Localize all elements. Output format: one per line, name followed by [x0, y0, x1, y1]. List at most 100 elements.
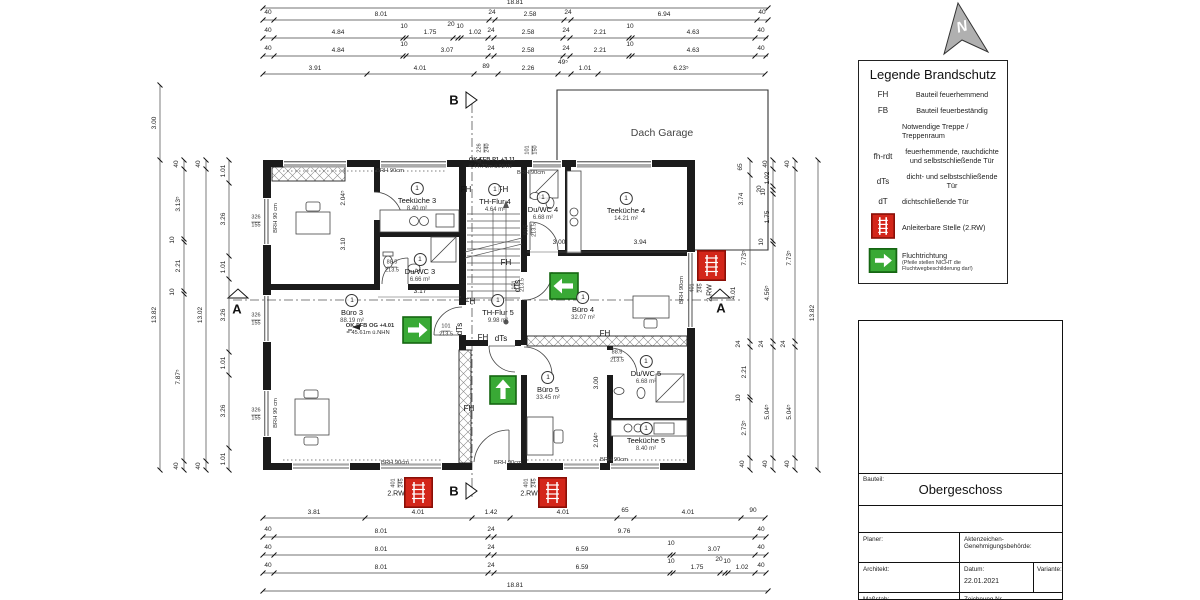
architekt-label: Architekt:	[863, 566, 890, 573]
dim-line	[203, 467, 209, 473]
legend-item-fh-rdt: fh-rdt feuerhemmende, rauchdichte und se…	[864, 147, 1002, 165]
legend-text: feuerhemmende, rauchdichte und selbstsch…	[905, 147, 999, 165]
dim-line	[792, 338, 798, 344]
rescue-ladder-icon	[537, 476, 568, 509]
dim-line	[485, 552, 491, 558]
dim-line	[770, 157, 776, 163]
legend-text: Bauteil feuerbeständig	[916, 106, 988, 115]
dim-line	[181, 236, 187, 242]
dim-line	[491, 534, 497, 540]
dim-line	[765, 17, 771, 23]
dim-line	[226, 467, 232, 473]
dim-line	[226, 180, 232, 186]
legend-text: dicht- und selbstschließende Tür	[906, 172, 998, 190]
dim-line	[614, 515, 620, 521]
dim-line	[181, 157, 187, 163]
staircase	[464, 206, 523, 325]
dim-line	[752, 534, 758, 540]
garage-roof-outline	[556, 89, 769, 251]
aktenzeichen-label: Aktenzeichen-Genehmigungsbehörde:	[964, 536, 1032, 550]
dim-line	[626, 53, 632, 59]
title-block-empty-row	[859, 505, 1062, 532]
dim-line	[568, 17, 574, 23]
dim-line	[629, 53, 635, 59]
legend-item-fb: FB Bauteil feuerbeständig	[864, 106, 1002, 115]
massstab-label: Maßstab:	[863, 596, 890, 600]
dim-line	[762, 515, 768, 521]
dim-line	[567, 53, 573, 59]
dim-line	[181, 291, 187, 297]
dim-line	[595, 71, 601, 77]
dim-line	[568, 71, 574, 77]
dim-line	[792, 157, 798, 163]
dim-line	[507, 515, 513, 521]
dim-line	[560, 35, 566, 41]
dim-line	[747, 344, 753, 350]
datum-label: Datum:	[964, 566, 985, 573]
dim-line	[763, 552, 769, 558]
section-triangles	[226, 91, 732, 500]
dim-line	[403, 53, 409, 59]
dim-line	[770, 166, 776, 172]
zeichnung-label: Zeichnung Nr.	[964, 596, 1004, 600]
dim-line	[226, 253, 232, 259]
dim-line	[491, 570, 497, 576]
dim-line	[486, 17, 492, 23]
section-lines	[233, 104, 740, 497]
brh-lines	[283, 170, 687, 461]
dim-line	[181, 467, 187, 473]
furniture	[294, 201, 670, 456]
dim-line	[815, 157, 821, 163]
legend-text: Bauteil feuerhemmend	[915, 90, 989, 99]
dim-line	[717, 570, 723, 576]
dim-line	[485, 570, 491, 576]
legend-item-ladder: Anleiterbare Stelle (2.RW)	[864, 213, 1002, 241]
bauteil-label: Bauteil:	[863, 476, 885, 483]
legend-key: dT	[878, 197, 888, 206]
dim-line	[458, 35, 464, 41]
dim-line	[763, 35, 769, 41]
dim-line	[770, 183, 776, 189]
legend-key: FH	[877, 90, 889, 99]
dim-line	[260, 515, 266, 521]
dim-line	[561, 17, 567, 23]
interior-dim-lines	[378, 251, 687, 298]
escape-arrow-right-icon	[402, 316, 432, 344]
variante-label: Variante:	[1037, 566, 1062, 573]
dim-line	[762, 71, 768, 77]
title-block-planer-row: Planer: Aktenzeichen-Genehmigungsbehörde…	[859, 532, 1062, 562]
dim-line	[752, 53, 758, 59]
legend-text: Anleiterbare Stelle (2.RW)	[902, 222, 986, 232]
dim-line	[491, 35, 497, 41]
dim-line	[747, 397, 753, 403]
fixtures	[379, 169, 688, 437]
north-arrow-icon	[943, 1, 990, 56]
level-markers	[348, 158, 481, 331]
dim-line	[203, 157, 209, 163]
dim-line	[260, 534, 266, 540]
dim-line	[631, 515, 637, 521]
dim-line	[792, 344, 798, 350]
dim-line	[763, 534, 769, 540]
dim-line	[260, 71, 266, 77]
dim-line	[747, 467, 753, 473]
dim-line	[203, 166, 209, 172]
dim-line	[181, 458, 187, 464]
title-block-massstab-row: Maßstab: Zeichnung Nr.	[859, 592, 1062, 600]
legend-item-fh: FH Bauteil feuerhemmend	[864, 90, 1002, 99]
dim-line	[626, 35, 632, 41]
dim-line	[403, 35, 409, 41]
dim-line	[260, 5, 266, 11]
dim-line	[747, 394, 753, 400]
dim-line	[157, 467, 163, 473]
legend-text: Fluchtrichtung	[902, 250, 948, 260]
dim-line	[485, 53, 491, 59]
legend-text: Notwendige Treppe / Treppenraum	[902, 122, 969, 140]
dim-line	[629, 35, 635, 41]
legend-item-treppe: Notwendige Treppe / Treppenraum	[864, 122, 1002, 140]
dim-line	[567, 35, 573, 41]
legend-key: fh-rdt	[873, 151, 893, 161]
stair-walkline-arrow	[503, 200, 509, 208]
dim-line	[485, 35, 491, 41]
dim-line	[271, 570, 277, 576]
